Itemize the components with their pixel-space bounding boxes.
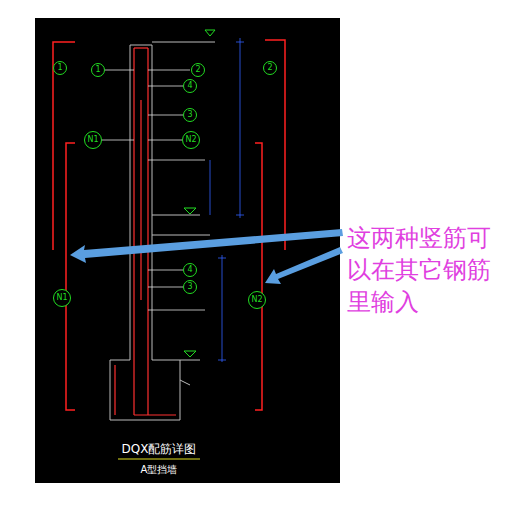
callout-number: N1 xyxy=(56,294,67,302)
callout-number: N2 xyxy=(185,136,196,144)
callout-number: 2 xyxy=(267,64,272,72)
callout-number: 1 xyxy=(95,66,100,74)
ground-symbol xyxy=(184,30,215,357)
callout-circle: 3 xyxy=(183,280,197,294)
callout-circle: 4 xyxy=(183,263,197,277)
callout-circle: 2 xyxy=(191,63,205,77)
callout-number: N2 xyxy=(251,296,262,304)
drawing-subtitle: A型挡墙 xyxy=(141,463,178,477)
callout-circle: 2 xyxy=(263,61,277,75)
drawing-title: DQX配筋详图 xyxy=(122,441,197,458)
dimension-line xyxy=(210,38,244,362)
callout-number: 1 xyxy=(57,64,62,72)
callout-number: N1 xyxy=(87,136,98,144)
callout-number: 3 xyxy=(187,111,192,119)
callout-circle: 4 xyxy=(183,79,197,93)
callout-circle: N2 xyxy=(182,131,200,149)
leader-line xyxy=(101,70,205,310)
callout-circle: 3 xyxy=(183,108,197,122)
callout-number: 4 xyxy=(187,82,192,90)
wall-outline xyxy=(110,42,215,420)
callout-number: 2 xyxy=(195,66,200,74)
rebar xyxy=(115,48,176,415)
callout-circle: 1 xyxy=(91,63,105,77)
title-underline xyxy=(118,459,200,460)
bracket xyxy=(53,40,285,410)
callout-circle: 1 xyxy=(53,61,67,75)
annotation-arrow xyxy=(70,229,343,284)
callout-number: 4 xyxy=(187,266,192,274)
callout-circle: N2 xyxy=(248,291,266,309)
callout-number: 3 xyxy=(187,283,192,291)
callout-circle: N1 xyxy=(53,289,71,307)
callout-circle: N1 xyxy=(84,131,102,149)
annotation-note: 这两种竖筋可以在其它钢筋里输入 xyxy=(347,222,509,318)
